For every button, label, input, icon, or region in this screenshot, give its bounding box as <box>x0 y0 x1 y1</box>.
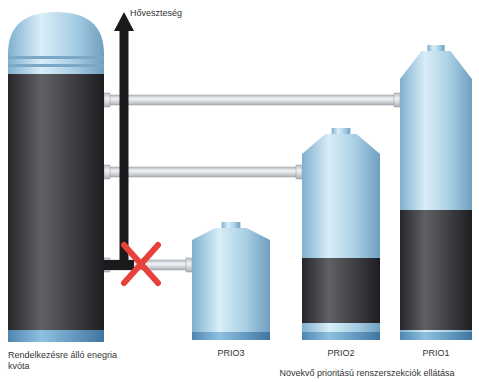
tank-label: PRIO2 <box>282 348 400 359</box>
tank-node: PRIO2 <box>302 128 380 340</box>
tank-node: PRIO3 <box>192 222 270 340</box>
caption-label: Növekvő prioritású renszerszekciók ellát… <box>262 368 472 379</box>
heat-loss-arrow <box>104 30 124 265</box>
heat-loss-label: Hőveszteség <box>130 8 250 19</box>
pipe-connector <box>104 93 400 107</box>
tank-shape <box>8 12 104 342</box>
tank-shape <box>302 128 380 340</box>
tank-shape <box>192 222 270 340</box>
blocked-cross <box>124 245 158 283</box>
tank-label: Rendelkezésre álló enegria kvóta <box>8 350 128 372</box>
tank-node: Rendelkezésre álló enegria kvóta <box>8 12 104 342</box>
tank-label: PRIO1 <box>380 348 479 359</box>
tank-shape <box>400 45 472 340</box>
tank-node: PRIO1 <box>400 45 472 340</box>
tank-label: PRIO3 <box>172 348 290 359</box>
pipe-connector <box>104 165 302 179</box>
